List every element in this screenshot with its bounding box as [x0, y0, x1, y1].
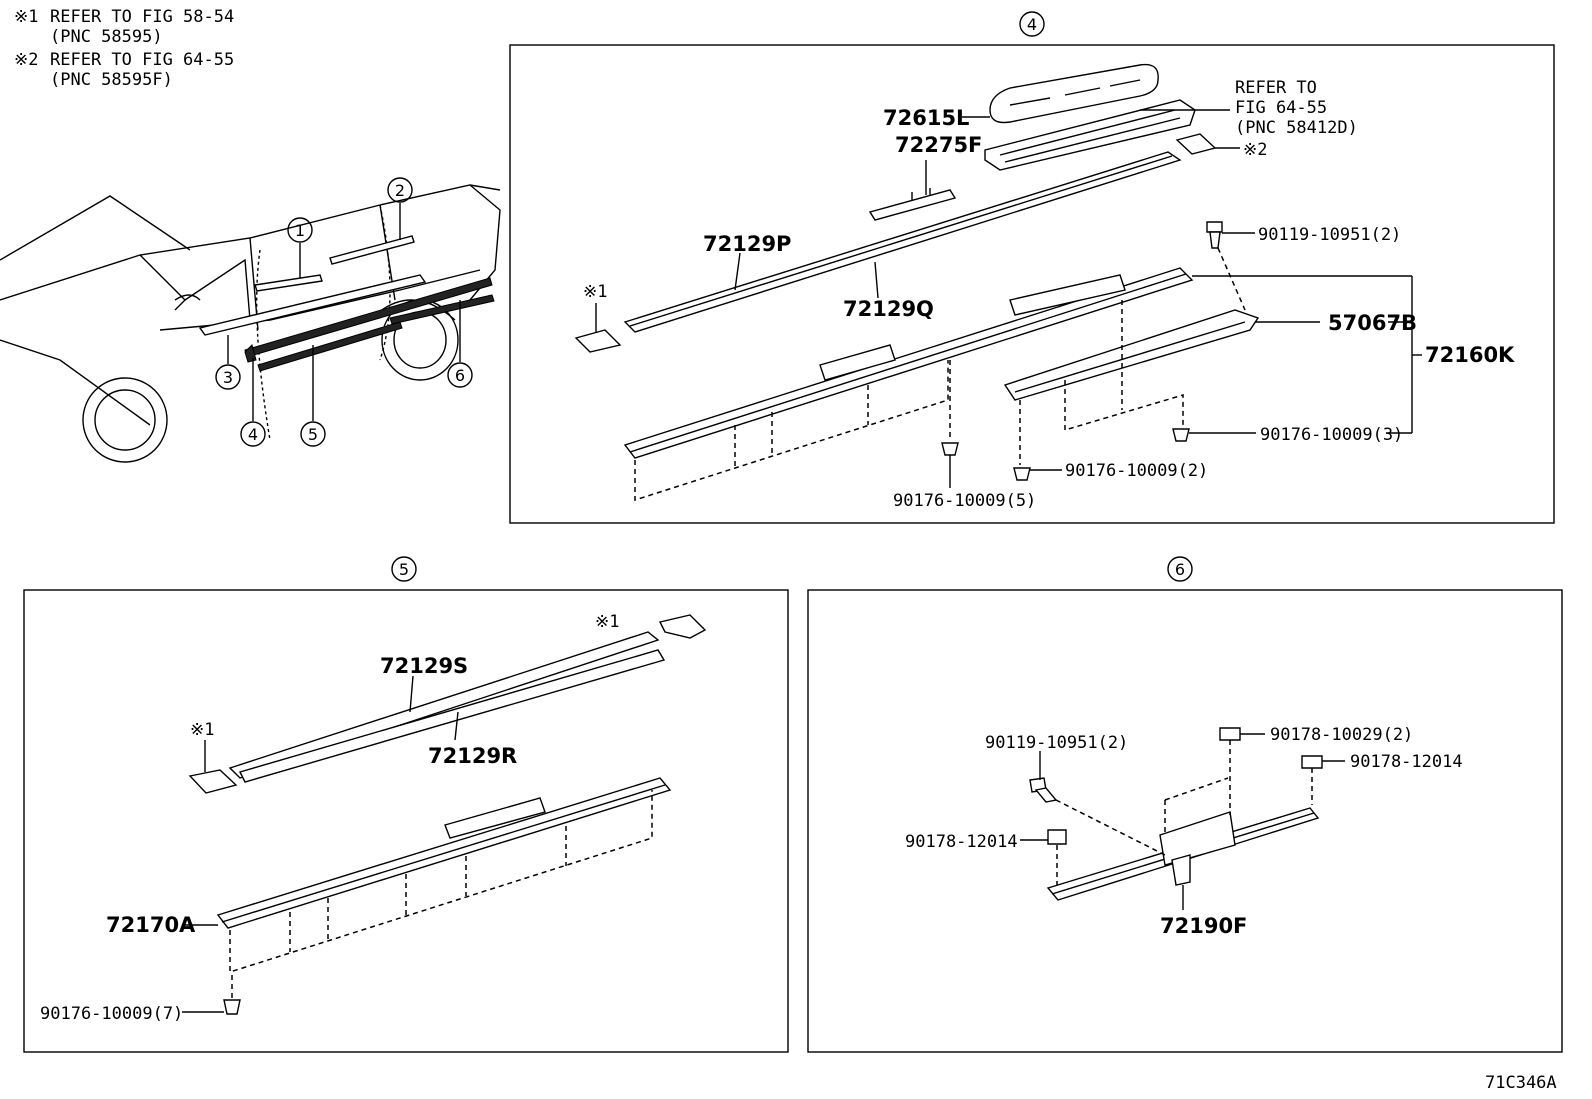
panel-5-header: 5 [399, 560, 409, 579]
part-bolt-90119: 90119-10951(2) [985, 733, 1128, 753]
callout-6: 6 [455, 366, 465, 385]
part-nut-90178-12014-left: 90178-12014 [905, 832, 1018, 852]
ref-mark-2: ※2 [1243, 140, 1267, 160]
part-72160K: 72160K [1425, 343, 1515, 367]
ref-mark-1-lower: ※1 [190, 720, 214, 740]
callout-2: 2 [395, 181, 405, 200]
reference-notes: ※1 REFER TO FIG 58-54 (PNC 58595) ※2 REF… [14, 7, 234, 90]
note-2-pnc: (PNC 58595F) [50, 70, 173, 90]
panel-4-frame [509, 44, 1555, 524]
part-nut-90178-10029: 90178-10029(2) [1270, 725, 1413, 745]
ref-mark-1: ※1 [583, 282, 607, 302]
callout-3: 3 [223, 368, 233, 387]
note-1-mark: ※1 [14, 7, 38, 27]
callout-4: 4 [248, 425, 258, 444]
overview-callouts: 1 2 3 4 5 6 [215, 177, 473, 447]
diagram-code: 71C346A [1485, 1073, 1557, 1093]
part-72129R: 72129R [428, 744, 517, 768]
note-2-mark: ※2 [14, 50, 38, 70]
panel-5-frame [23, 589, 789, 1053]
part-72190F: 72190F [1160, 914, 1247, 938]
part-clip-7: 90176-10009(7) [40, 1004, 183, 1024]
part-57067B: 57067B [1328, 311, 1417, 335]
part-bolt-90119: 90119-10951(2) [1258, 225, 1401, 245]
refer-to-line2: FIG 64-55 [1235, 98, 1327, 118]
part-72275F: 72275F [895, 133, 982, 157]
part-clip-3: 90176-10009(3) [1260, 425, 1403, 445]
panel-6-frame [807, 589, 1563, 1053]
part-72129P: 72129P [703, 232, 791, 256]
part-72615L: 72615L [883, 106, 969, 130]
panel-5: 5 72129S 72129R 72170A 90176-10009(7) ※1 [23, 556, 789, 1053]
part-72170A: 72170A [106, 913, 196, 937]
part-72129S: 72129S [380, 654, 468, 678]
part-nut-90178-12014-right: 90178-12014 [1350, 752, 1463, 772]
panel-4: 4 [509, 11, 1555, 524]
part-clip-5: 90176-10009(5) [893, 491, 1036, 511]
note-1-pnc: (PNC 58595) [50, 27, 163, 47]
panel-6-header: 6 [1175, 560, 1185, 579]
refer-to-line1: REFER TO [1235, 78, 1317, 98]
note-1-text: REFER TO FIG 58-54 [50, 7, 234, 27]
refer-to-line3: (PNC 58412D) [1235, 118, 1358, 138]
note-2-text: REFER TO FIG 64-55 [50, 50, 234, 70]
callout-1: 1 [295, 221, 305, 240]
part-72129Q: 72129Q [843, 297, 934, 321]
callout-5: 5 [308, 425, 318, 444]
ref-mark-1-upper: ※1 [595, 612, 619, 632]
part-clip-2: 90176-10009(2) [1065, 461, 1208, 481]
panel-4-header: 4 [1027, 15, 1037, 34]
vehicle-overview [0, 184, 501, 463]
panel-6: 6 90119-10951(2) 90178-10029(2) 90178-12… [807, 556, 1563, 1053]
